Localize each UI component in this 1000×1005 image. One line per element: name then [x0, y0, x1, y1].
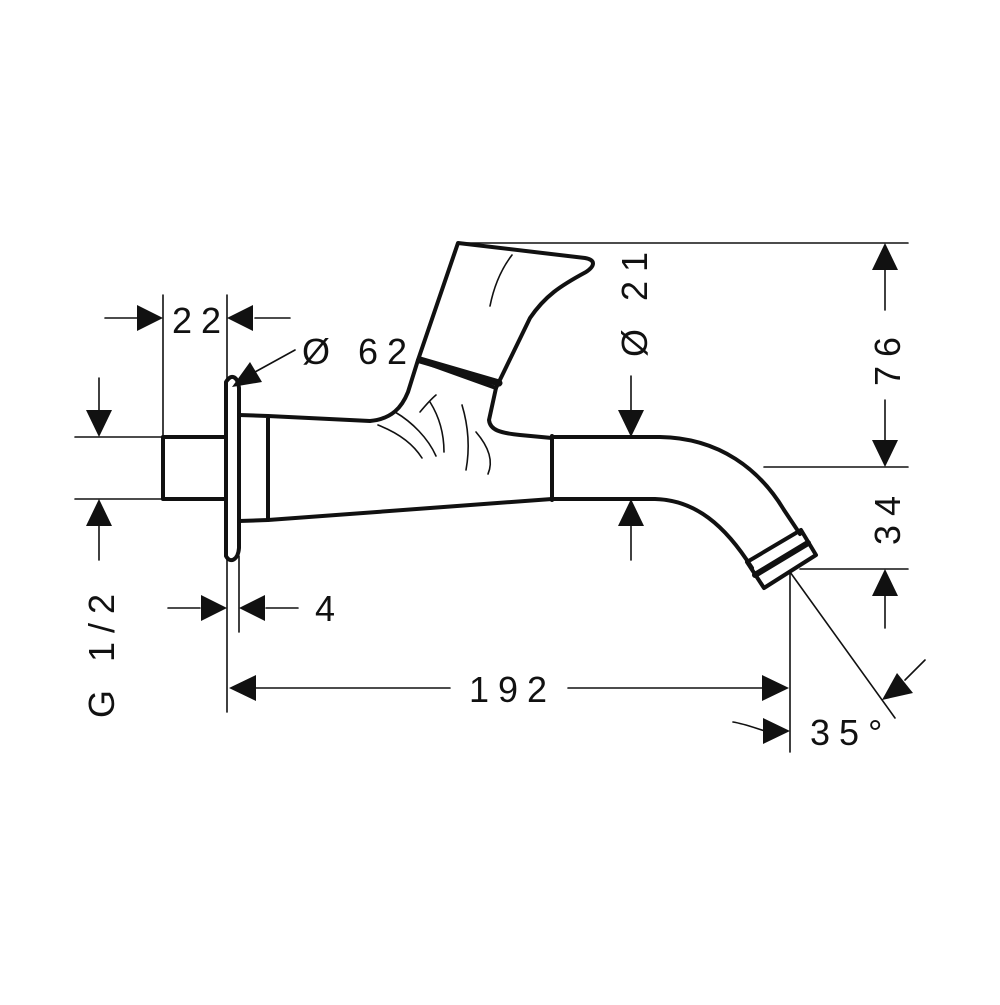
label-thread: G 1/2 — [81, 585, 122, 718]
dimension-lines — [74, 242, 926, 753]
arrow-35-left — [763, 718, 790, 744]
aerator-ring — [752, 540, 811, 578]
arrow-d21-top — [618, 410, 644, 437]
arrow-d62 — [232, 362, 262, 387]
arrow-34-bottom — [872, 569, 898, 596]
label-spout-angle: 35° — [810, 712, 891, 753]
collar-ring — [237, 413, 270, 523]
wall-flange — [224, 374, 241, 563]
arrow-22-left — [137, 305, 163, 331]
arrow-4-right — [239, 595, 265, 621]
thread-stub — [161, 435, 228, 501]
valve-body-right — [487, 386, 554, 440]
arrow-22-right — [227, 305, 253, 331]
arrow-35-right — [882, 673, 913, 700]
label-flange-offset: 22 — [172, 300, 230, 341]
aerator — [745, 528, 818, 590]
arrow-76-bottom — [872, 440, 898, 467]
dimension-labels: 22 Ø 62 Ø 21 76 34 4 192 35° G 1/2 — [81, 243, 908, 753]
label-projection-length: 192 — [469, 669, 556, 710]
arrow-g12-bottom — [86, 499, 112, 526]
valve-body-bottom — [266, 497, 554, 522]
label-flange-thickness: 4 — [315, 588, 344, 629]
arrow-76-top — [872, 243, 898, 270]
lever-highlight — [489, 254, 513, 307]
arrow-d21-bottom — [618, 499, 644, 526]
arrow-192-right — [762, 675, 789, 701]
label-height-lower: 34 — [867, 487, 908, 545]
arrow-192-left — [229, 675, 256, 701]
spout — [550, 435, 802, 536]
label-height-upper: 76 — [867, 328, 908, 386]
arrow-4-left — [201, 595, 227, 621]
label-spout-diameter: Ø 21 — [614, 243, 655, 357]
body-shading — [377, 394, 492, 475]
lever-band — [416, 356, 503, 387]
lever-handle — [416, 241, 595, 390]
spout-underside — [550, 497, 754, 570]
faucet-outline — [161, 241, 818, 590]
arrow-g12-top — [86, 410, 112, 437]
label-flange-diameter: Ø 62 — [302, 331, 416, 372]
